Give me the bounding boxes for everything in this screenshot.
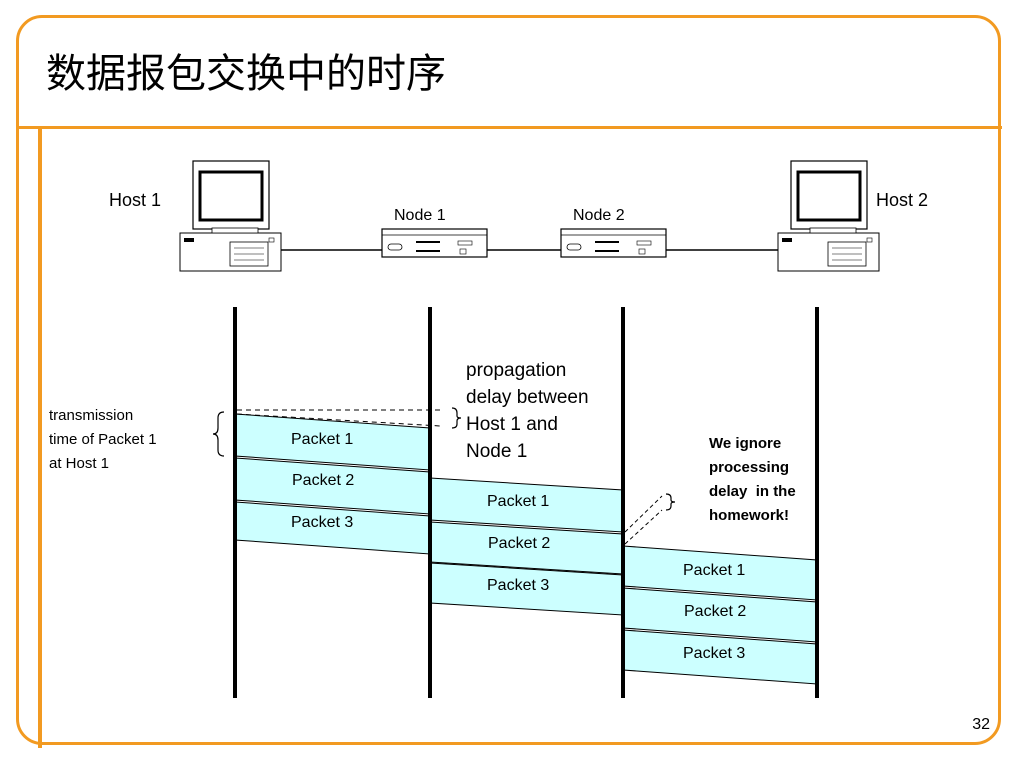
processing-line-1: We ignore: [709, 435, 781, 452]
packet3-label-hop3: Packet 3: [683, 645, 745, 662]
transmission-line-1: transmission: [49, 407, 133, 424]
processing-line-3: delay in the: [709, 483, 796, 500]
propagation-delay-marker: [236, 407, 462, 429]
node1-label: Node 1: [394, 207, 446, 224]
slide-title: 数据报包交换中的时序: [46, 51, 446, 97]
processing-line-4: homework!: [709, 507, 789, 524]
title-separator: [18, 126, 1002, 129]
host2-label: Host 2: [876, 190, 928, 210]
packet1-label-hop1: Packet 1: [291, 431, 353, 448]
packet2-label-hop2: Packet 2: [488, 535, 550, 552]
transmission-brace-icon: [212, 411, 225, 457]
transmission-line-2: time of Packet 1: [49, 431, 157, 448]
packet2-label-hop3: Packet 2: [684, 603, 746, 620]
propagation-line-4: Node 1: [466, 441, 527, 462]
processing-delay-text: We ignore processing delay in the homewo…: [709, 435, 796, 524]
packet1-label-hop3: Packet 1: [683, 562, 745, 579]
propagation-line-2: delay between: [466, 387, 589, 408]
processing-line-2: processing: [709, 459, 789, 476]
transmission-time-text: transmission time of Packet 1 at Host 1: [49, 407, 157, 472]
propagation-delay-text: propagation delay between Host 1 and Nod…: [466, 360, 589, 462]
host1-computer-icon: [179, 160, 282, 272]
propagation-line-1: propagation: [466, 360, 566, 381]
packet1-label-hop2: Packet 1: [487, 493, 549, 510]
transmission-line-3: at Host 1: [49, 455, 109, 472]
packet3-label-hop1: Packet 3: [291, 514, 353, 531]
packet3-label-hop2: Packet 3: [487, 577, 549, 594]
timelines: [233, 307, 819, 698]
processing-brace-icon: [665, 493, 676, 511]
packet-bands: [234, 413, 818, 685]
processing-delay-marker: [624, 493, 676, 545]
network-topology: Host 1 Node 1 Node 2 Host 2: [109, 160, 928, 272]
slide-frame: [16, 15, 1001, 745]
page-number: 32: [972, 716, 990, 733]
node2-router-icon: [560, 228, 667, 258]
side-accent-bar: [38, 128, 42, 748]
host1-label: Host 1: [109, 190, 161, 210]
propagation-brace-icon: [451, 407, 462, 429]
host2-computer-icon: [777, 160, 880, 272]
propagation-line-3: Host 1 and: [466, 414, 558, 435]
node2-label: Node 2: [573, 207, 625, 224]
packet2-label-hop1: Packet 2: [292, 472, 354, 489]
packet-labels: Packet 1 Packet 2 Packet 3 Packet 1 Pack…: [291, 431, 746, 662]
node1-router-icon: [381, 228, 488, 258]
